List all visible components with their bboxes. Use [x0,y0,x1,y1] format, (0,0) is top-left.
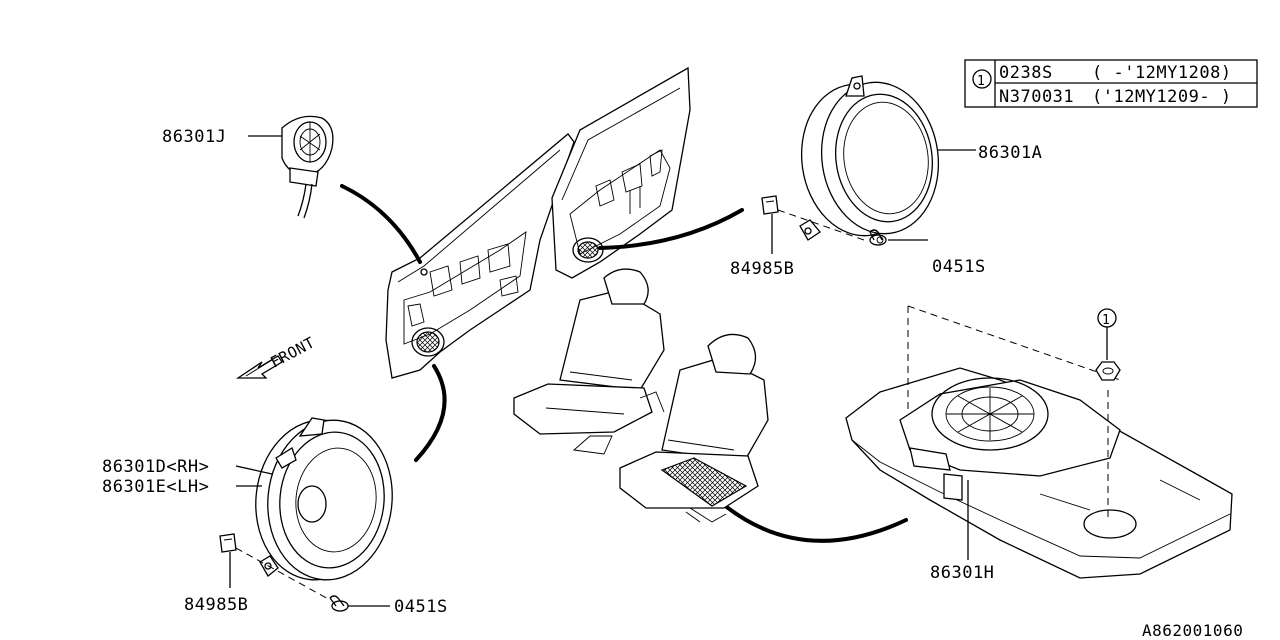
ref-circle-1-label: 1 [1102,313,1110,328]
label-86301J: 86301J [162,127,226,147]
table-row-1-range: ( -'12MY1208) [1092,63,1232,83]
table-ref-circle [972,69,992,89]
label-86301H: 86301H [930,563,994,583]
table-row-1-part: 0238S [999,63,1053,83]
label-84985B-bottom: 84985B [184,595,248,615]
clip-84985B-bottom [219,533,237,553]
table-row-2-range: ('12MY1209- ) [1092,87,1232,107]
callout-arc-front-speaker [414,364,447,462]
front-seats [513,268,769,523]
table-ref-number: 1 [977,74,985,89]
front-label: FRONT [267,333,318,371]
front-speaker-86301D-E [255,417,393,581]
diagram-id: A862001060 [1142,621,1243,640]
screw-0451S-top [869,229,887,246]
nut-ref-1: 1 [1095,308,1121,381]
rear-speaker-86301A [799,75,940,241]
label-86301A: 86301A [978,143,1042,163]
table-row-2-part: N370031 [999,87,1074,107]
screw-0451S-bottom [329,595,349,612]
front-direction-arrow: FRONT [235,333,318,379]
rear-door-panel [551,66,691,279]
label-86301D: 86301D<RH> [102,457,209,477]
clip-84985B-top [761,195,779,215]
label-0451S-bottom: 0451S [394,597,448,617]
tweeter-speaker-86301J [281,115,334,219]
label-86301E: 86301E<LH> [102,477,209,497]
front-door-panel [385,133,575,379]
label-84985B-top: 84985B [730,259,794,279]
callout-arc-tweeter [340,184,422,264]
callout-arc-subwoofer [716,498,908,543]
reference-table: 1 0238S ( -'12MY1208) N370031 ('12MY1209… [964,59,1258,108]
label-0451S-top: 0451S [932,257,986,277]
subwoofer-box-86301H [845,367,1233,579]
callout-arc-rear-speaker [598,208,744,250]
